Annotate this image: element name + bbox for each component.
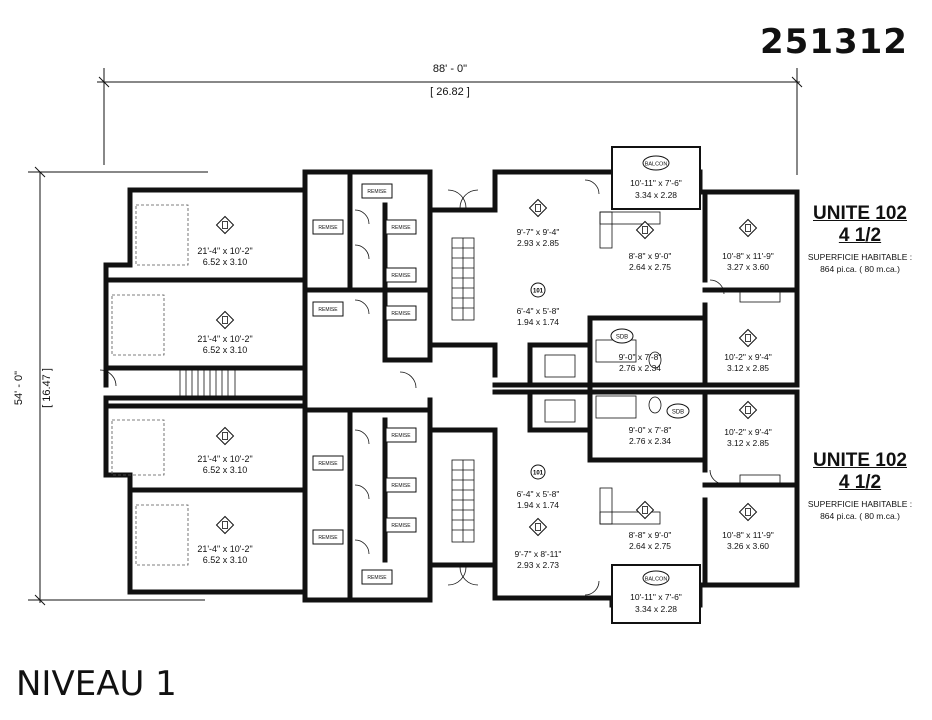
storage-label: REMISE (391, 433, 411, 439)
living-top-dim: 9'-7" x 9'-4" (517, 227, 560, 237)
balcony-top-label: BALCON (645, 162, 668, 168)
garage-dim: 21'-4" x 10'-2" (197, 454, 252, 464)
level-title: NIVEAU 1 (16, 664, 177, 704)
unit-area-label: SUPERFICIE HABITABLE : (807, 499, 913, 509)
garage-dim-metric: 6.52 x 3.10 (203, 555, 248, 565)
dining-bot-dim: 6'-4" x 5'-8" (517, 489, 560, 499)
balcony-bot-metric: 3.34 x 2.28 (635, 604, 677, 614)
depth-imperial: 54' - 0" (13, 371, 25, 405)
dining-top-dim: 6'-4" x 5'-8" (517, 306, 560, 316)
bed-small-top-dim: 10'-2" x 9'-4" (724, 352, 772, 362)
storage-label: REMISE (318, 225, 338, 231)
bed-big-bot-dim: 10'-8" x 11'-9" (722, 530, 774, 540)
bath-bot-tag (666, 403, 690, 419)
unit-name: UNITE 102 (813, 203, 907, 224)
kitchen-bot-dim: 8'-8" x 9'-0" (629, 530, 672, 540)
storage-label: REMISE (391, 225, 411, 231)
kitchen-top-dim: 8'-8" x 9'-0" (629, 251, 672, 261)
unit-area-value: 864 pi.ca. ( 80 m.ca.) (820, 264, 900, 274)
kitchen-top-metric: 2.64 x 2.75 (629, 262, 671, 272)
unit-name: UNITE 102 (813, 450, 907, 471)
bath-top-dim: 9'-0" x 7'-8" (619, 352, 662, 362)
walls (103, 169, 800, 608)
balcony-top-metric: 3.34 x 2.28 (635, 190, 677, 200)
garage-dim: 21'-4" x 10'-2" (197, 334, 252, 344)
unit-label-bottom: UNITE 102 4 1/2 SUPERFICIE HABITABLE : 8… (790, 450, 930, 522)
garage-dim-metric: 6.52 x 3.10 (203, 465, 248, 475)
storage-label: REMISE (318, 535, 338, 541)
unit-area-label: SUPERFICIE HABITABLE : (807, 252, 913, 262)
balcony-top-dim: 10'-11" x 7'-6" (630, 178, 682, 188)
garage-labels: 21'-4" x 10'-2" 6.52 x 3.10 21'-4" x 10'… (197, 216, 253, 565)
depth-metric: [ 16.47 ] (41, 368, 53, 408)
unit-area-value: 864 pi.ca. ( 80 m.ca.) (820, 511, 900, 521)
bath-top-label: SDB (616, 335, 628, 341)
unit-label-top: UNITE 102 4 1/2 SUPERFICIE HABITABLE : 8… (790, 203, 930, 275)
garage-dim-metric: 6.52 x 3.10 (203, 345, 248, 355)
balcony-top-tag (642, 155, 670, 171)
bath-bot-dim: 9'-0" x 7'-8" (629, 425, 672, 435)
doors (99, 179, 725, 596)
living-bot-metric: 2.93 x 2.73 (517, 560, 559, 570)
room-labels: 9'-7" x 9'-4" 2.93 x 2.85 8'-8" x 9'-0" … (515, 155, 774, 614)
garage-dim: 21'-4" x 10'-2" (197, 544, 252, 554)
width-imperial: 88' - 0" (433, 63, 467, 75)
bed-big-top-metric: 3.27 x 3.60 (727, 262, 769, 272)
storage-label: REMISE (367, 189, 387, 195)
bed-small-bot-metric: 3.12 x 2.85 (727, 438, 769, 448)
stairs (179, 237, 475, 543)
bed-big-bot-metric: 3.26 x 3.60 (727, 541, 769, 551)
project-number: 251312 (760, 22, 908, 62)
width-metric: [ 26.82 ] (430, 86, 470, 98)
balcony-bot-label: BALCON (645, 577, 668, 583)
storage-label: REMISE (367, 575, 387, 581)
storage-label: REMISE (391, 273, 411, 279)
garage-doors (111, 204, 189, 566)
storage-boxes (312, 183, 417, 585)
bath-bot-label: SDB (672, 410, 684, 416)
dining-bot-metric: 1.94 x 1.74 (517, 500, 559, 510)
bed-small-top-metric: 3.12 x 2.85 (727, 363, 769, 373)
bath-top-metric: 2.76 x 2.34 (619, 363, 661, 373)
dining-top-metric: 1.94 x 1.74 (517, 317, 559, 327)
garage-dim-metric: 6.52 x 3.10 (203, 257, 248, 267)
bed-small-bot-dim: 10'-2" x 9'-4" (724, 427, 772, 437)
unit-type: 4 1/2 (838, 472, 882, 493)
fixtures (544, 211, 781, 525)
storage-label: REMISE (318, 461, 338, 467)
bath-bot-metric: 2.76 x 2.34 (629, 436, 671, 446)
bed-big-top-dim: 10'-8" x 11'-9" (722, 251, 774, 261)
living-bot-dim: 9'-7" x 8'-11" (515, 549, 562, 559)
balcony-bot-dim: 10'-11" x 7'-6" (630, 592, 682, 602)
storage-label: REMISE (391, 483, 411, 489)
balconies (611, 146, 701, 624)
living-top-metric: 2.93 x 2.85 (517, 238, 559, 248)
unit-type: 4 1/2 (838, 225, 882, 246)
kitchen-bot-metric: 2.64 x 2.75 (629, 541, 671, 551)
dimension-lines (28, 68, 803, 606)
balcony-bot-tag (642, 570, 670, 586)
bath-top-tag (610, 328, 634, 344)
storage-label: REMISE (318, 307, 338, 313)
storage-label: REMISE (391, 311, 411, 317)
storage-label: REMISE (391, 523, 411, 529)
garage-dim: 21'-4" x 10'-2" (197, 246, 252, 256)
